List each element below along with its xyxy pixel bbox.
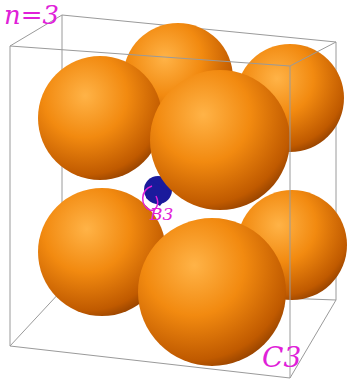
sphere [150,70,290,210]
cube-wireframe-front [10,42,336,378]
handwritten-label: C3 [262,344,301,372]
spheres [38,23,347,366]
handwritten-label: B3 [150,206,173,223]
sphere [38,56,162,180]
handwritten-label: n=3 [4,2,59,28]
